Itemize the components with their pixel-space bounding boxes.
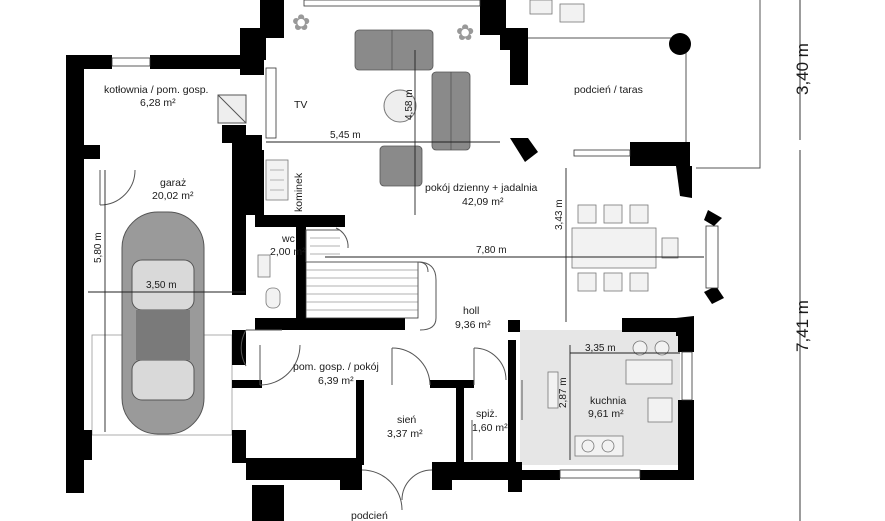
- staircase: [305, 229, 437, 331]
- room-pokoj-area: 42,09 m²: [462, 196, 504, 208]
- dim-7-80: 7,80 m: [476, 245, 507, 256]
- dim-2-87: 2,87 m: [558, 377, 569, 408]
- room-kuchnia-name: kuchnia: [590, 395, 626, 407]
- svg-text:✿: ✿: [456, 21, 474, 46]
- room-pom-area: 6,39 m²: [318, 375, 354, 387]
- wc-fixtures: [257, 254, 281, 309]
- terrace: [528, 0, 761, 169]
- dim-4-58: 4,58 m: [404, 89, 415, 120]
- dim-7-41: 7,41 m: [793, 300, 812, 352]
- room-wc-area: 2,00 m²: [270, 246, 306, 258]
- room-sien-name: sień: [397, 414, 416, 426]
- room-kotlownia-name: kotłownia / pom. gosp.: [104, 84, 208, 96]
- label-podcien-taras: podcień / taras: [574, 84, 643, 96]
- car-icon: [121, 211, 205, 435]
- windows: [111, 0, 719, 479]
- room-garaz-name: garaż: [160, 177, 186, 189]
- room-holl-name: holl: [463, 305, 479, 317]
- room-spiz-area: 1,60 m²: [472, 422, 508, 434]
- dim-3-43: 3,43 m: [554, 199, 565, 230]
- room-pom-name: pom. gosp. / pokój: [293, 361, 379, 373]
- svg-text:✿: ✿: [292, 11, 310, 36]
- dim-5-45: 5,45 m: [330, 130, 361, 141]
- doors: [99, 169, 523, 511]
- label-kominek: kominek: [293, 172, 305, 212]
- room-holl-area: 9,36 m²: [455, 319, 491, 331]
- walls: [66, 0, 724, 521]
- room-garaz-area: 20,02 m²: [152, 190, 194, 202]
- room-sien-area: 3,37 m²: [387, 428, 423, 440]
- dim-3-35: 3,35 m: [585, 343, 616, 354]
- dim-5-80: 5,80 m: [93, 232, 104, 263]
- living-furniture: ✿ ✿: [265, 11, 474, 201]
- kitchen-fixtures: [547, 340, 673, 457]
- room-wc-name: wc: [281, 233, 295, 245]
- label-tv: TV: [294, 99, 307, 111]
- dim-3-50: 3,50 m: [146, 280, 177, 291]
- dimension-lines: [88, 0, 801, 521]
- dining-table: [571, 204, 679, 292]
- room-spiz-name: spiż.: [476, 408, 498, 420]
- label-podcien: podcień: [351, 510, 388, 521]
- room-kotlownia-area: 6,28 m²: [140, 97, 176, 109]
- room-kuchnia-area: 9,61 m²: [588, 408, 624, 420]
- dim-3-40: 3,40 m: [793, 43, 812, 95]
- room-pokoj-name: pokój dzienny + jadalnia: [425, 182, 538, 194]
